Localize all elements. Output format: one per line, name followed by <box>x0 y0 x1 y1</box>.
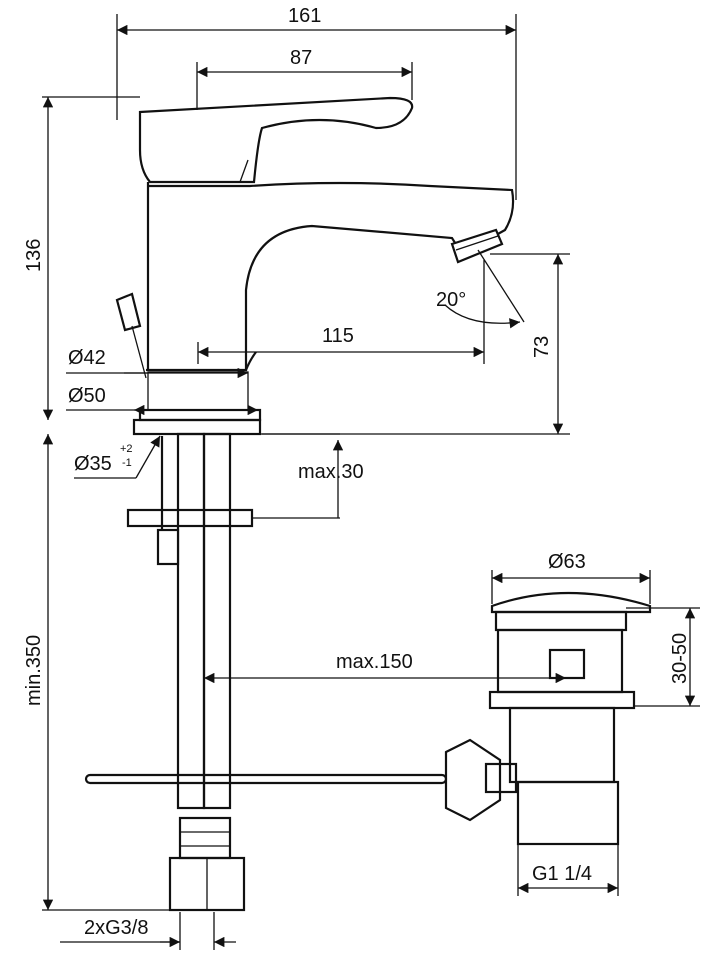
fixing-nut <box>126 508 254 528</box>
dim-angle-20: 20° <box>436 289 466 311</box>
dim-87: 87 <box>290 47 312 69</box>
dim-tol-plus: +2 <box>120 443 133 455</box>
hose-right <box>202 432 232 810</box>
dim-73: 73 <box>531 336 553 358</box>
dim-g1-1-4: G1 1/4 <box>532 863 592 885</box>
hose-left <box>176 432 206 810</box>
hose-end-ferrules <box>178 816 232 860</box>
dim-min-350: min.350 <box>23 635 45 706</box>
waste-cap <box>490 591 652 614</box>
dim-2xg3-8: 2xG3/8 <box>84 917 148 939</box>
dim-dia-35: Ø35 <box>74 453 112 475</box>
popup-rod <box>84 773 448 785</box>
faucet-body <box>115 96 525 436</box>
under-deck-assembly <box>84 432 448 912</box>
dim-tol-minus: -1 <box>122 457 132 469</box>
dim-dia-50: Ø50 <box>68 385 106 407</box>
dim-dia-63: Ø63 <box>548 551 586 573</box>
dim-115: 115 <box>322 325 354 347</box>
waste-assembly <box>444 591 652 846</box>
dim-max-30: max.30 <box>298 461 364 483</box>
aerator <box>450 228 504 264</box>
dim-dia-42: Ø42 <box>68 347 106 369</box>
dim-30-50: 30-50 <box>669 633 691 684</box>
lever-handle <box>138 96 414 184</box>
dim-136: 136 <box>23 239 45 272</box>
dimension-lines <box>42 14 700 950</box>
dimension-labels: 161 87 136 115 73 20° Ø42 Ø50 Ø35 +2 -1 … <box>23 5 691 939</box>
dim-max-150: max.150 <box>336 651 413 673</box>
base-plate <box>138 408 262 422</box>
popup-knob <box>115 292 142 332</box>
body-spout <box>146 181 515 372</box>
dim-161: 161 <box>288 5 321 27</box>
